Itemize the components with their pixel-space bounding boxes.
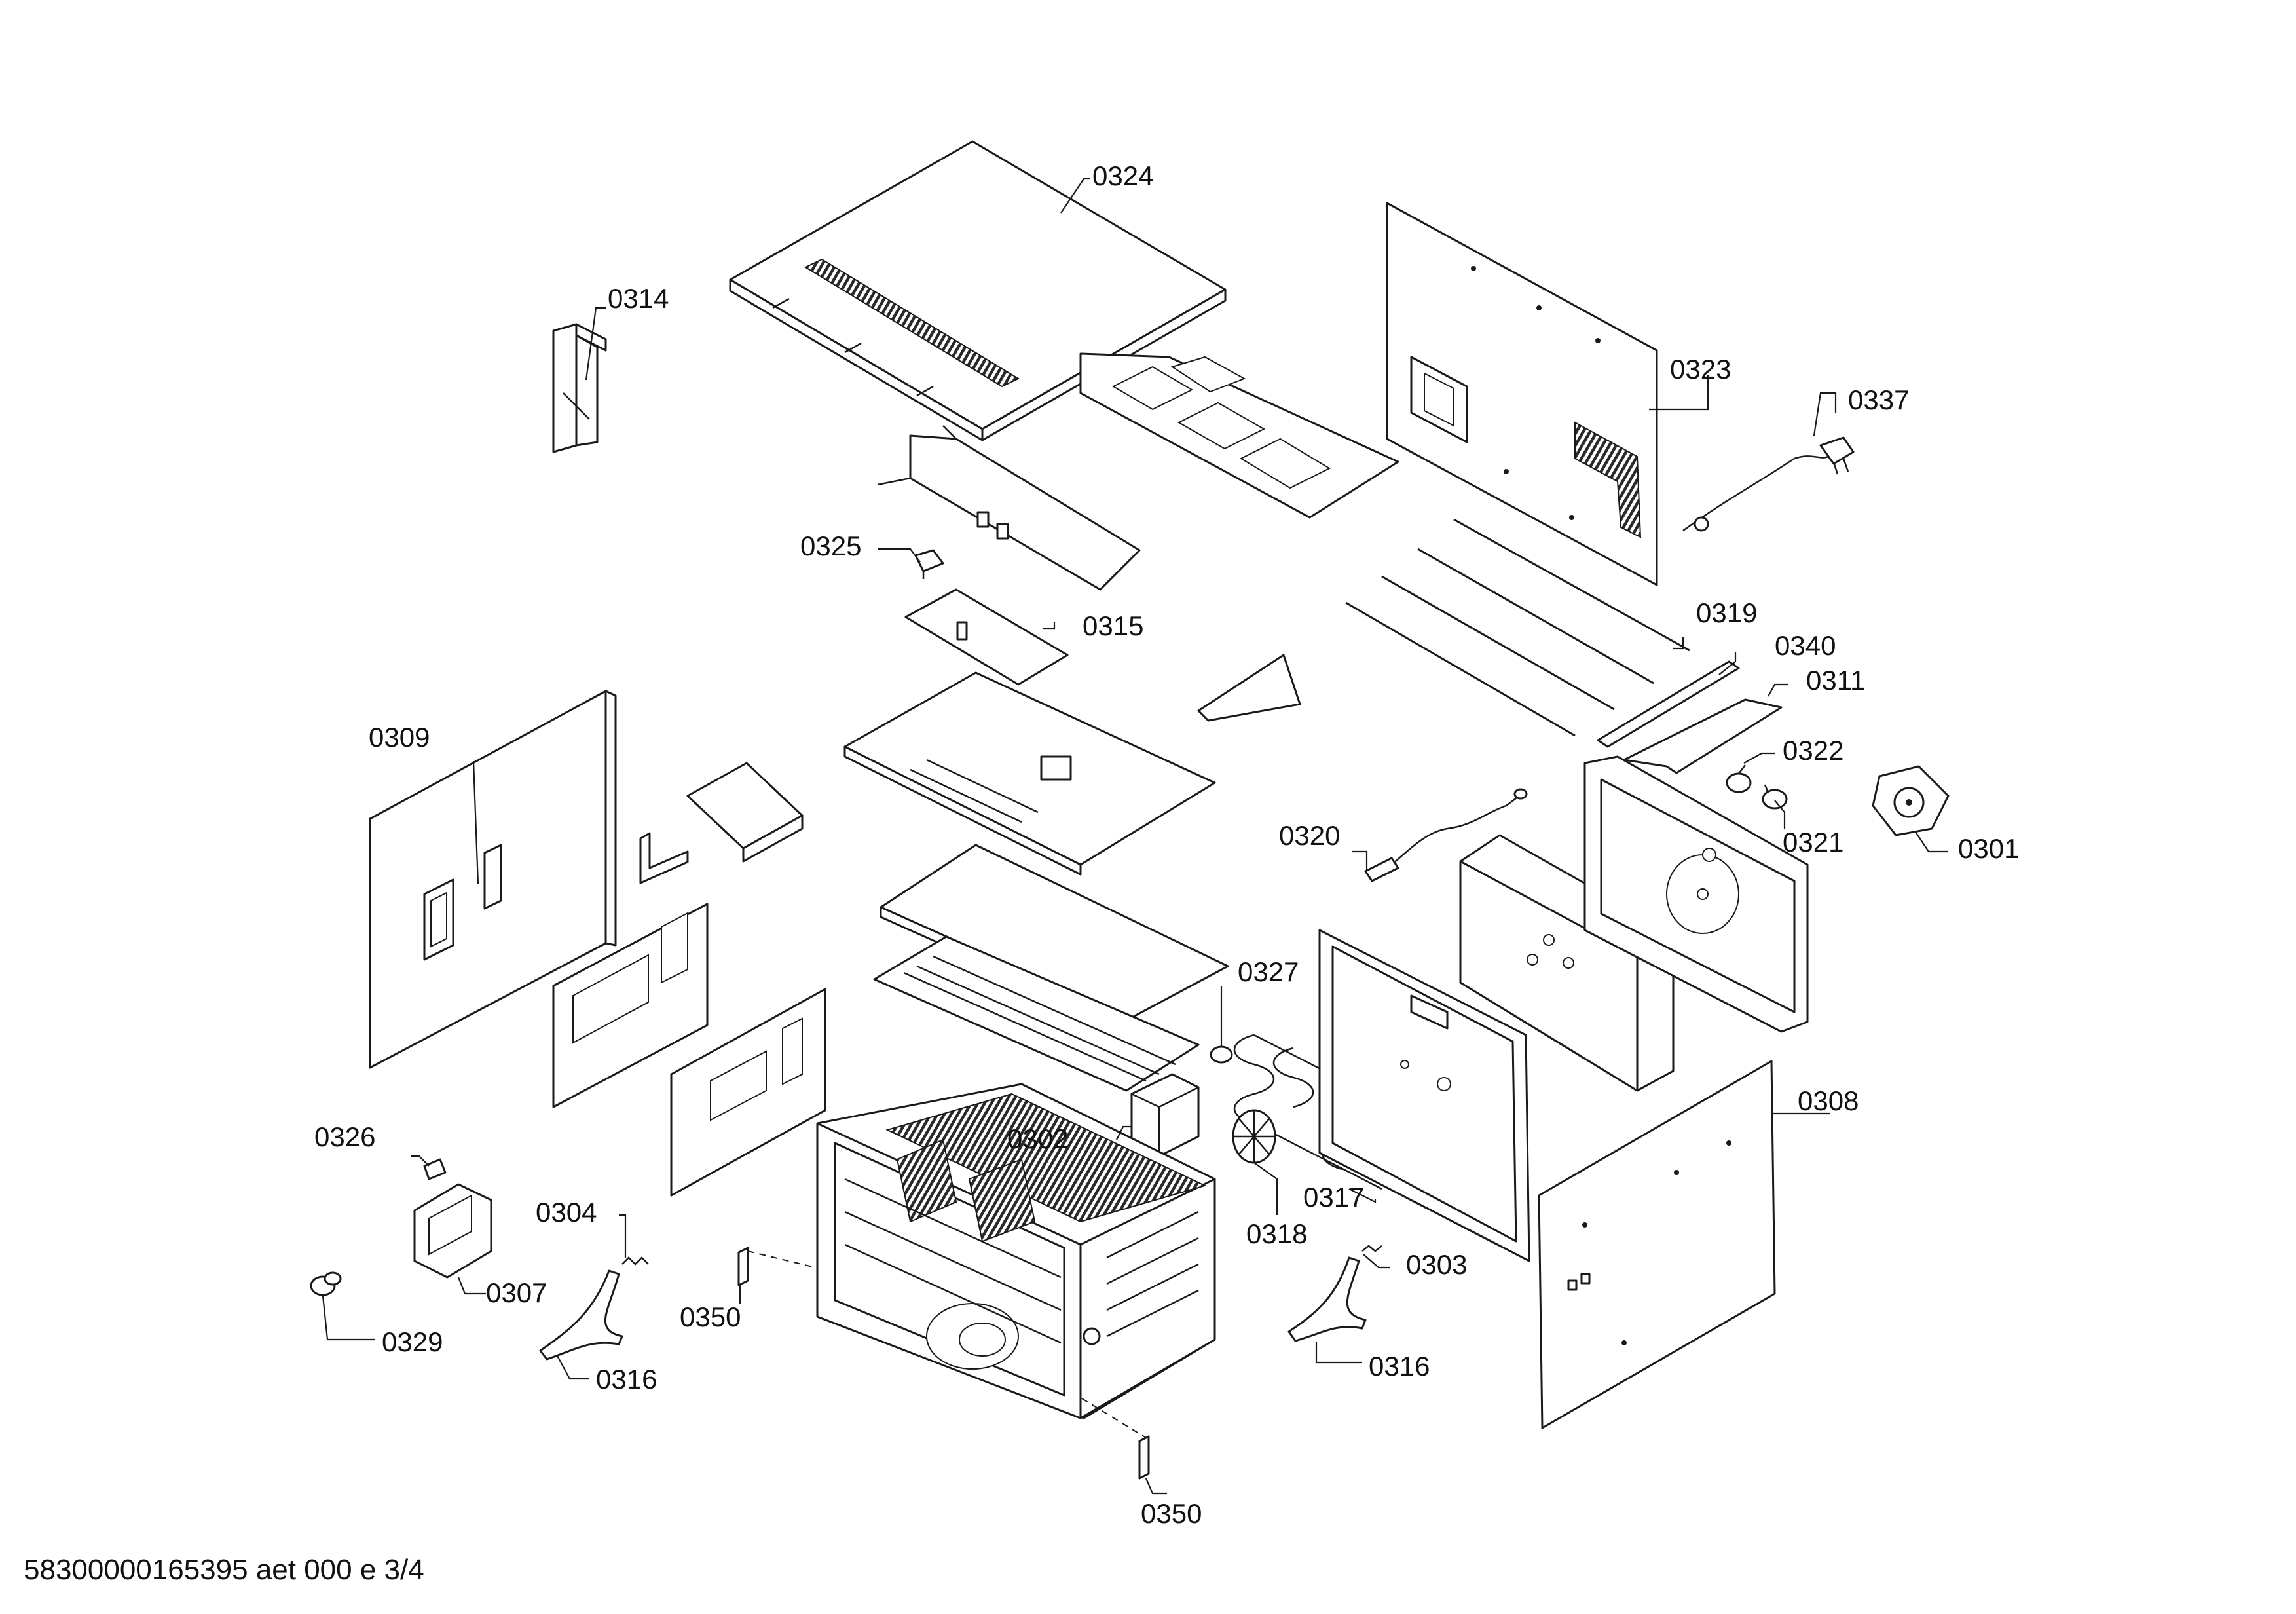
- part-label: 0309: [369, 722, 430, 753]
- part-label: 0308: [1798, 1085, 1859, 1116]
- part-label: 0326: [314, 1121, 375, 1152]
- fan-cover-panel: [1583, 755, 1809, 1033]
- thermostat-b: [1762, 784, 1788, 810]
- clip-guide-right: [1081, 1398, 1147, 1438]
- rail-rods: [1345, 518, 1690, 737]
- part-label: 0317: [1303, 1182, 1364, 1212]
- left-outer-frame: [670, 988, 826, 1197]
- sensor-wire: [1364, 788, 1528, 882]
- part-label: 0350: [1141, 1498, 1202, 1529]
- part-label: 0319: [1696, 597, 1757, 628]
- support-strip: [1597, 660, 1740, 748]
- fan-motor: [1872, 765, 1950, 836]
- door-clip-left: [737, 1247, 749, 1286]
- rear-panel: [1386, 202, 1658, 586]
- part-label: 0311: [1806, 665, 1865, 696]
- oven-cavity: [816, 1083, 1216, 1419]
- lamp-holder: [423, 1158, 447, 1180]
- document-reference: 58300000165395 aet 000 e 3/4: [24, 1554, 424, 1586]
- part-label: 0316: [596, 1364, 657, 1395]
- right-side-panel: [1538, 1060, 1776, 1429]
- part-label: 0350: [680, 1302, 741, 1332]
- heater-tray: [873, 935, 1200, 1092]
- part-label: 0302: [1007, 1123, 1068, 1154]
- part-label: 0318: [1246, 1218, 1307, 1249]
- upper-frame-tray: [1079, 352, 1399, 519]
- upper-plate: [877, 425, 1141, 591]
- l-bracket: [639, 832, 689, 884]
- door-clip-right: [1138, 1435, 1150, 1480]
- left-inner-frame: [552, 903, 709, 1108]
- clip-guide-left: [747, 1250, 816, 1268]
- part-label: 0315: [1083, 610, 1143, 641]
- left-side-panel: [369, 690, 617, 1069]
- part-label: 0314: [608, 283, 669, 314]
- part-label: 0303: [1406, 1249, 1467, 1280]
- mounting-plate: [1623, 698, 1783, 774]
- part-label: 0321: [1783, 827, 1843, 857]
- lamp-knob: [310, 1271, 342, 1296]
- thermostat-a: [1726, 764, 1752, 793]
- part-label: 0320: [1279, 820, 1340, 851]
- lamp-housing: [413, 1183, 492, 1279]
- door-hinge-right: [1287, 1245, 1382, 1342]
- power-cord: [1682, 436, 1855, 532]
- control-board-plate: [904, 588, 1069, 686]
- wedge-bracket: [1197, 654, 1301, 722]
- part-label: 0329: [382, 1326, 443, 1357]
- part-label: 0340: [1775, 630, 1836, 661]
- part-label: 0337: [1848, 385, 1909, 415]
- side-bracket: [552, 323, 607, 453]
- switch-component: [914, 549, 944, 579]
- part-label: 0327: [1238, 956, 1299, 987]
- leader-lines: [322, 178, 1948, 1495]
- small-sensor: [1210, 1045, 1233, 1064]
- part-label: 0324: [1092, 160, 1153, 191]
- part-label: 0301: [1958, 833, 2019, 864]
- part-label: 0316: [1369, 1351, 1430, 1381]
- part-label: 0307: [486, 1277, 547, 1308]
- magnetron: [1130, 1073, 1200, 1157]
- insulation-box: [1459, 834, 1675, 1092]
- ceiling-panel: [843, 671, 1216, 876]
- part-label: 0325: [800, 531, 861, 561]
- convection-fan: [1232, 1109, 1276, 1164]
- part-label: 0304: [536, 1197, 597, 1228]
- part-label: 0322: [1783, 735, 1843, 766]
- rear-cavity-wall: [1318, 929, 1530, 1262]
- part-label: 0323: [1670, 354, 1731, 385]
- door-hinge-left: [539, 1256, 649, 1361]
- duct-bracket: [686, 762, 804, 863]
